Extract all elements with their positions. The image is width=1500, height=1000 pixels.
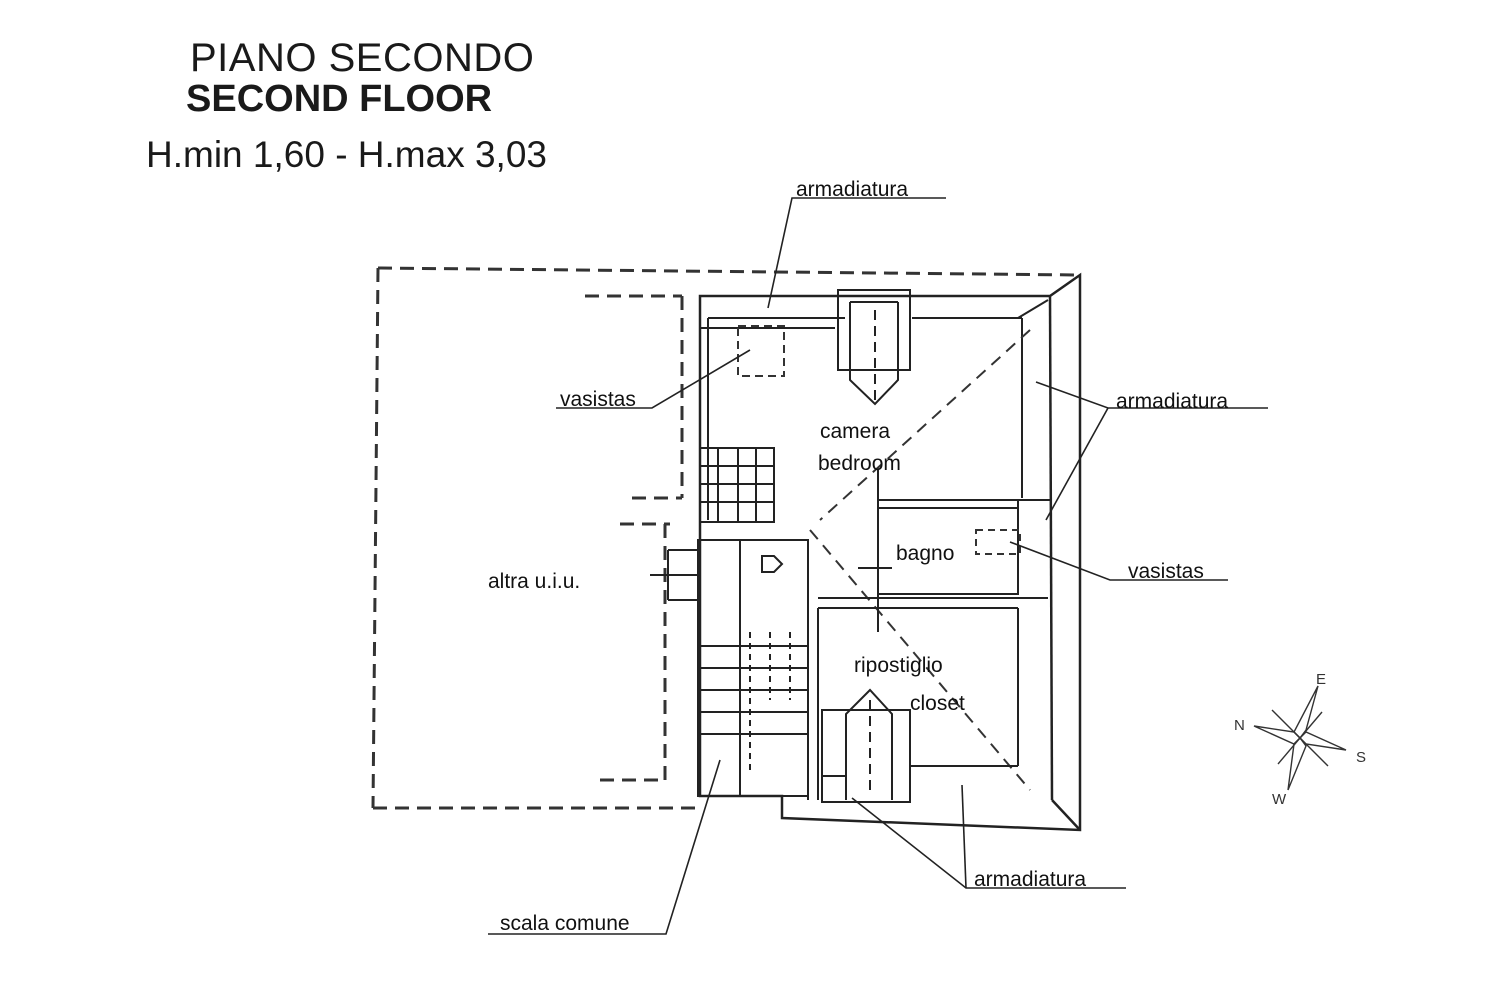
bathroom-walls xyxy=(858,470,1050,632)
ceiling-heights: H.min 1,60 - H.max 3,03 xyxy=(146,134,547,175)
skylight-left xyxy=(737,325,785,377)
label-vasistas-left: vasistas xyxy=(560,388,636,411)
compass-east: E xyxy=(1316,671,1326,688)
compass-south: S xyxy=(1356,749,1366,766)
other-unit-outline xyxy=(371,266,1081,810)
bedroom-walls xyxy=(700,299,1049,520)
label-ripostiglio: ripostiglio xyxy=(854,654,943,677)
leader-lines xyxy=(488,197,1268,935)
compass-west: W xyxy=(1272,791,1287,808)
label-camera: camera xyxy=(820,420,890,443)
label-bedroom: bedroom xyxy=(818,452,901,475)
label-bagno: bagno xyxy=(896,542,954,565)
compass-rose-icon: E N S W xyxy=(1234,671,1366,808)
chimney-top xyxy=(837,289,911,406)
title-italian: PIANO SECONDO xyxy=(190,36,535,80)
diagonal-dashed xyxy=(819,329,1031,521)
label-armadiatura-top: armadiatura xyxy=(796,178,908,201)
title-english: SECOND FLOOR xyxy=(186,78,493,120)
label-armadiatura-right: armadiatura xyxy=(1116,390,1228,413)
label-scala-comune: scala comune xyxy=(500,912,630,935)
diagonal-dashed-2 xyxy=(809,529,1031,791)
chimney-bottom xyxy=(821,688,911,803)
label-vasistas-right: vasistas xyxy=(1128,560,1204,583)
label-closet: closet xyxy=(910,692,965,715)
label-armadiatura-bottom: armadiatura xyxy=(974,868,1086,891)
label-altra-uiu: altra u.i.u. xyxy=(488,570,580,593)
common-stair xyxy=(650,539,809,797)
skylight-right xyxy=(975,529,1021,555)
compass-north: N xyxy=(1234,717,1245,734)
internal-stair xyxy=(699,447,775,523)
